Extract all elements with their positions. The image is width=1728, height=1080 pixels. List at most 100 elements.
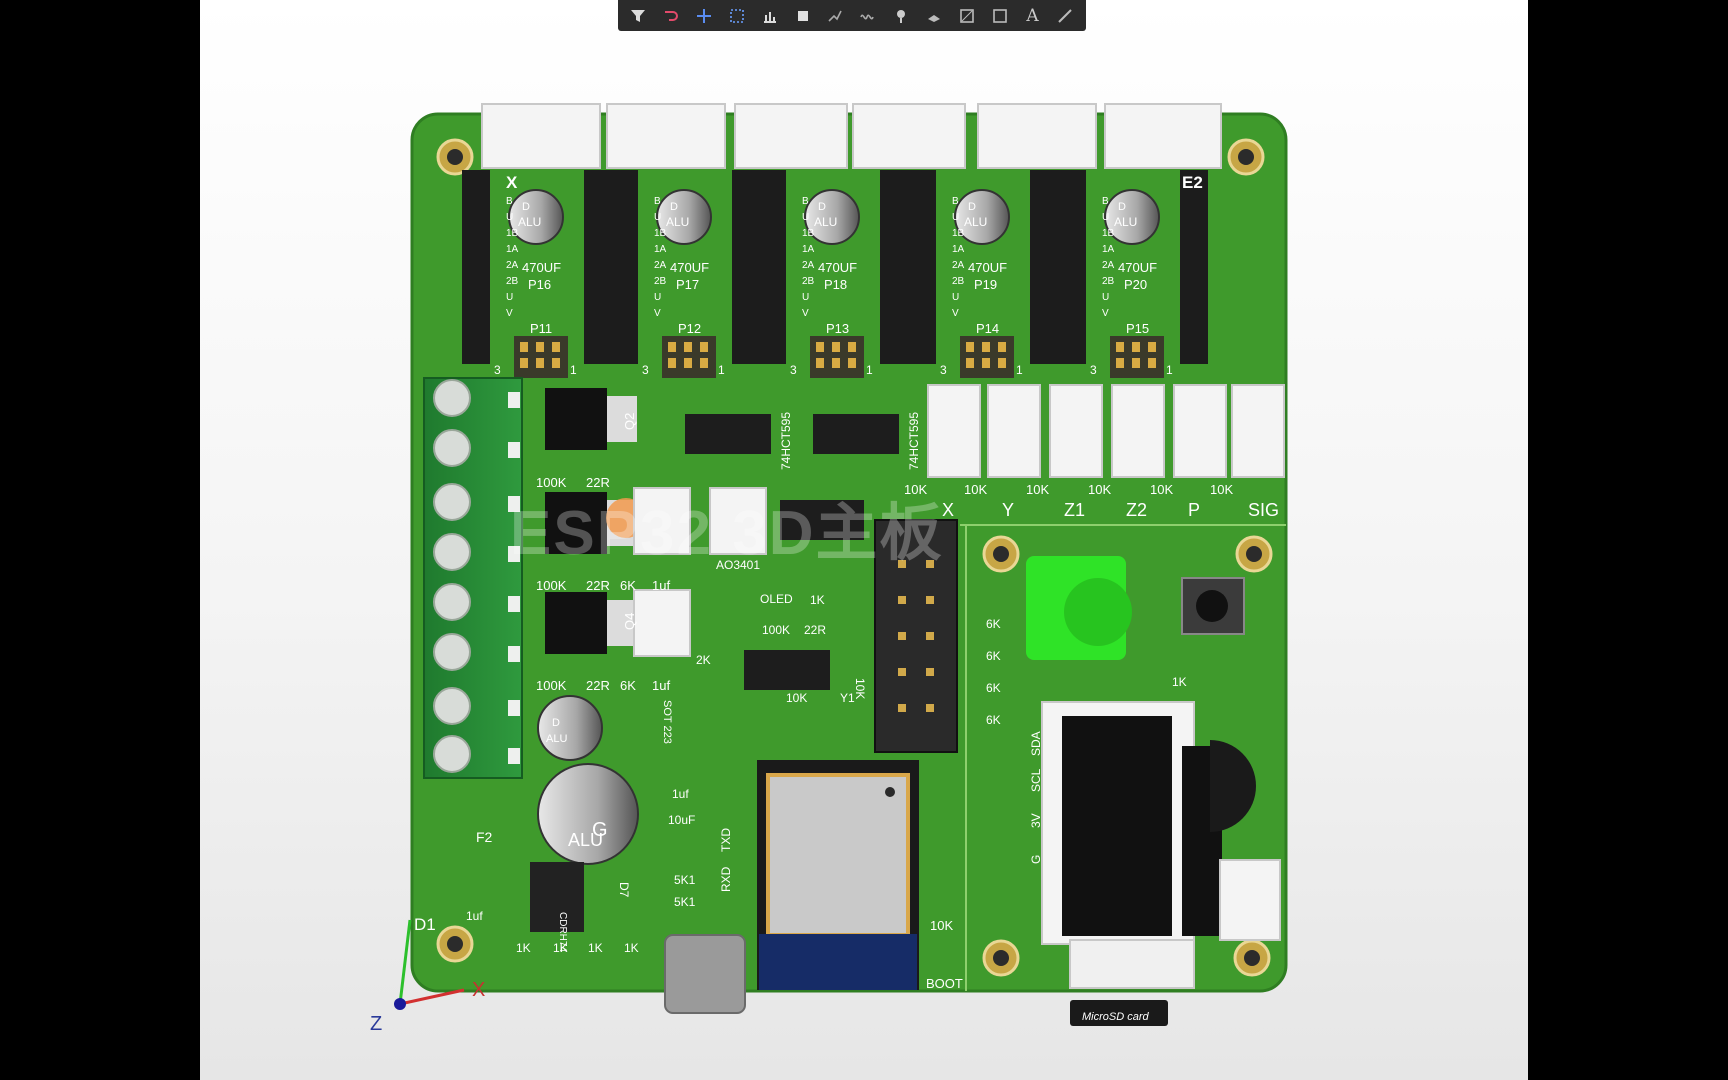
rxd-label: RXD bbox=[719, 866, 733, 892]
pin-label: 2A bbox=[654, 260, 667, 271]
filter-tool-button[interactable] bbox=[625, 3, 651, 29]
pin-label: 1B bbox=[654, 228, 667, 239]
ic-74hct595-b: 74HCT595 bbox=[907, 412, 921, 470]
wave-tool-button[interactable] bbox=[855, 3, 881, 29]
pin-label: 1A bbox=[654, 244, 667, 255]
driver-ref: P20 bbox=[1124, 277, 1147, 292]
cap-value: 470UF bbox=[1118, 260, 1157, 275]
i2c-pin-3v: 3V bbox=[1029, 813, 1043, 828]
small-cap-polarity: D bbox=[552, 717, 560, 729]
pin-tool-button[interactable] bbox=[888, 3, 914, 29]
resistor-6k: 6K bbox=[986, 713, 1001, 727]
chip-icon bbox=[797, 10, 808, 21]
jumper-pin1: 1 bbox=[570, 363, 577, 377]
pin-label: U bbox=[952, 292, 959, 303]
cap-1uf: 1uf bbox=[672, 787, 689, 801]
resistor-10k: 10K bbox=[930, 918, 953, 933]
resistor-6k: 6K bbox=[620, 578, 636, 593]
pin-label: V bbox=[506, 308, 513, 319]
bar-chart-tool-button[interactable] bbox=[757, 3, 783, 29]
line-tool-button[interactable] bbox=[1052, 3, 1078, 29]
select-rect-tool-button[interactable] bbox=[724, 3, 750, 29]
endstop-resistor: 10K bbox=[1150, 482, 1173, 497]
capacitor-p17 bbox=[656, 189, 712, 245]
crystal-y1: Y1 bbox=[840, 691, 855, 705]
layer-tool-button[interactable] bbox=[921, 3, 947, 29]
cap-10uf: 10uF bbox=[668, 813, 695, 827]
microsd-slot bbox=[1041, 701, 1281, 1026]
layer-icon bbox=[928, 14, 941, 22]
cap-polarity-mark: D bbox=[968, 201, 976, 213]
bulk-capacitor bbox=[537, 763, 639, 865]
axis-x-label: X bbox=[472, 979, 485, 1001]
pin-label: B bbox=[506, 196, 513, 207]
resistor-5k1: 5K1 bbox=[674, 873, 696, 887]
bulk-cap-polarity: G bbox=[592, 819, 608, 841]
cap-value: 470UF bbox=[670, 260, 709, 275]
cap-marking: ALU bbox=[964, 215, 987, 229]
connect-tool-button[interactable] bbox=[822, 3, 848, 29]
chart-tool-button[interactable] bbox=[987, 3, 1013, 29]
pin-label: B bbox=[654, 196, 661, 207]
resistor-1k: 1K bbox=[588, 941, 603, 955]
pin-label: 2A bbox=[802, 260, 815, 271]
pin-label: U bbox=[1102, 212, 1109, 223]
jumper-ref: P14 bbox=[976, 321, 999, 336]
resistor-100k: 100K bbox=[762, 623, 790, 637]
pin-label: 2B bbox=[1102, 276, 1115, 287]
pin-label: 2B bbox=[506, 276, 519, 287]
resistor-6k: 6K bbox=[986, 649, 1001, 663]
select-rect-icon bbox=[730, 8, 744, 23]
text-tool-button[interactable]: A bbox=[1020, 3, 1046, 29]
jumper-pin3: 3 bbox=[940, 363, 947, 377]
cap-1uf: 1uf bbox=[652, 678, 670, 693]
heater-connectors bbox=[633, 487, 767, 657]
axis-label-x: X bbox=[506, 173, 518, 192]
pin-label: 1B bbox=[506, 228, 519, 239]
pin-label: U bbox=[654, 212, 661, 223]
axis-label-e2: E2 bbox=[1182, 173, 1203, 192]
microsd-label: MicroSD card bbox=[1082, 1011, 1150, 1023]
jumper-ref: P11 bbox=[530, 321, 552, 336]
endstop-label-sig: SIG bbox=[1248, 500, 1279, 520]
line-icon bbox=[1058, 8, 1073, 23]
pin-label: 1A bbox=[506, 244, 519, 255]
driver-ref: P16 bbox=[528, 277, 551, 292]
pin-label: U bbox=[506, 292, 513, 303]
mosfet-ref: Q2 bbox=[622, 413, 637, 430]
cap-value: 470UF bbox=[818, 260, 857, 275]
resistor-6k: 6K bbox=[986, 681, 1001, 695]
endstop-resistor: 10K bbox=[964, 482, 987, 497]
route-icon bbox=[665, 10, 679, 21]
pin-label: 2A bbox=[952, 260, 965, 271]
cap-polarity-mark: D bbox=[670, 201, 678, 213]
pin-label: U bbox=[506, 212, 513, 223]
driver-ref: P17 bbox=[676, 277, 699, 292]
small-cap-marking: ALU bbox=[546, 733, 567, 745]
resistor-10k: 10K bbox=[853, 678, 867, 699]
i2c-pin-sda: SDA bbox=[1029, 731, 1043, 756]
crosshair-tool-button[interactable] bbox=[691, 3, 717, 29]
resistor-1k: 1K bbox=[624, 941, 639, 955]
route-tool-button[interactable] bbox=[658, 3, 684, 29]
rect-icon bbox=[960, 8, 974, 23]
rect-tool-button[interactable] bbox=[954, 3, 980, 29]
endstop-label-y: Y bbox=[1002, 500, 1014, 520]
text-icon: A bbox=[1026, 5, 1039, 26]
pin-label: V bbox=[654, 308, 661, 319]
bar-chart-icon bbox=[763, 11, 776, 23]
chip-tool-button[interactable] bbox=[790, 3, 816, 29]
pin-label: 1B bbox=[1102, 228, 1115, 239]
cap-polarity-mark: D bbox=[1118, 201, 1126, 213]
resistor-100k: 100K bbox=[536, 678, 567, 693]
axis-z-label: Z bbox=[370, 1013, 382, 1035]
driver-ref: P18 bbox=[824, 277, 847, 292]
capacitor-p19 bbox=[954, 189, 1010, 245]
cap-polarity-mark: D bbox=[818, 201, 826, 213]
pin-label: U bbox=[802, 212, 809, 223]
